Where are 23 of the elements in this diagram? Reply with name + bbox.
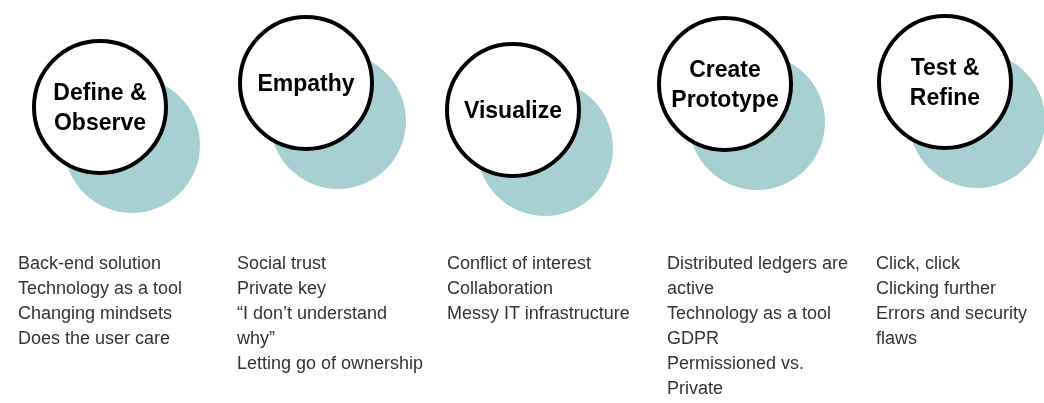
list-item: Back-end solution [18, 252, 163, 275]
list-item: Conflict of interest [447, 252, 593, 275]
list-item: Private key [237, 277, 328, 300]
list-item: Collaboration [447, 277, 555, 300]
step-title: Test & Refine [908, 53, 982, 112]
list-item: GDPR [667, 327, 720, 350]
list-item: Distributed ledgers are active [667, 252, 850, 300]
step-title: Empathy [257, 69, 355, 98]
list-item: Clicking further [876, 277, 998, 300]
list-item: Technology as a tool [667, 302, 833, 325]
step-title: Create Prototype [670, 55, 780, 114]
list-item: “I don’t understand why” [237, 302, 389, 350]
list-item: Technology as a tool [18, 277, 184, 300]
list-item: Changing mindsets [18, 302, 174, 325]
list-item: Does the user care [18, 327, 172, 350]
list-item: Permissioned vs. Private [667, 352, 806, 400]
step-title: Visualize [464, 96, 562, 125]
list-item: Social trust [237, 252, 328, 275]
list-item: Letting go of ownership [237, 352, 425, 375]
step-title: Define & Observe [52, 78, 148, 137]
list-item: Errors and security flaws [876, 302, 1028, 350]
list-item: Click, click [876, 252, 961, 275]
list-item: Messy IT infrastructure [447, 302, 631, 325]
